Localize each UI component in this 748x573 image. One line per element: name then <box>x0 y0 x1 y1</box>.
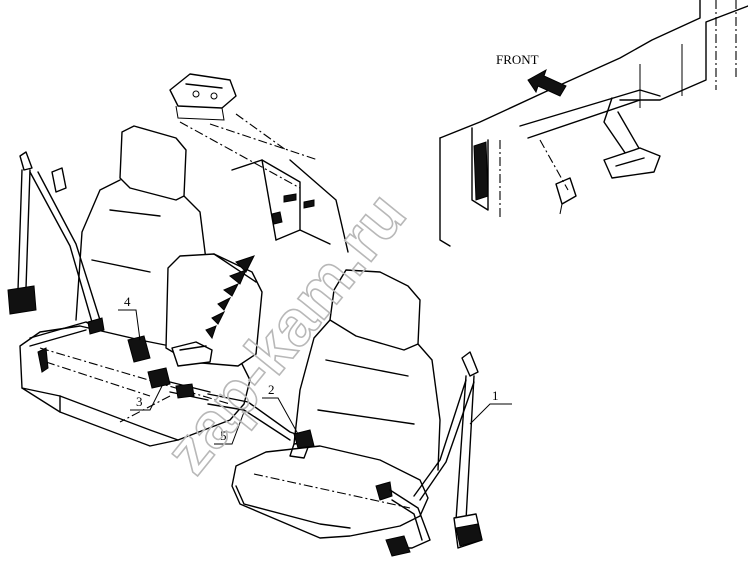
upper-anchor-bracket <box>169 73 349 253</box>
callout-4: 4 <box>118 294 141 341</box>
cab-body-frame <box>439 0 748 247</box>
center-belt-assembly <box>119 255 313 441</box>
front-arrow-icon <box>527 68 567 97</box>
callout-3: 3 <box>130 385 163 411</box>
callout-5: 5 <box>214 411 245 445</box>
right-belt-assembly <box>375 351 483 557</box>
front-label: FRONT <box>496 52 539 67</box>
callout-2: 2 <box>262 382 299 435</box>
left-belt-assembly <box>7 151 105 373</box>
callout-5-number: 5 <box>220 428 227 443</box>
callout-4-number: 4 <box>124 294 131 309</box>
callout-1-number: 1 <box>492 388 499 403</box>
front-indicator: FRONT <box>496 52 567 97</box>
front-seat <box>231 269 441 539</box>
callout-2-number: 2 <box>268 382 275 397</box>
callout-1: 1 <box>469 388 512 425</box>
callout-3-number: 3 <box>136 394 143 409</box>
